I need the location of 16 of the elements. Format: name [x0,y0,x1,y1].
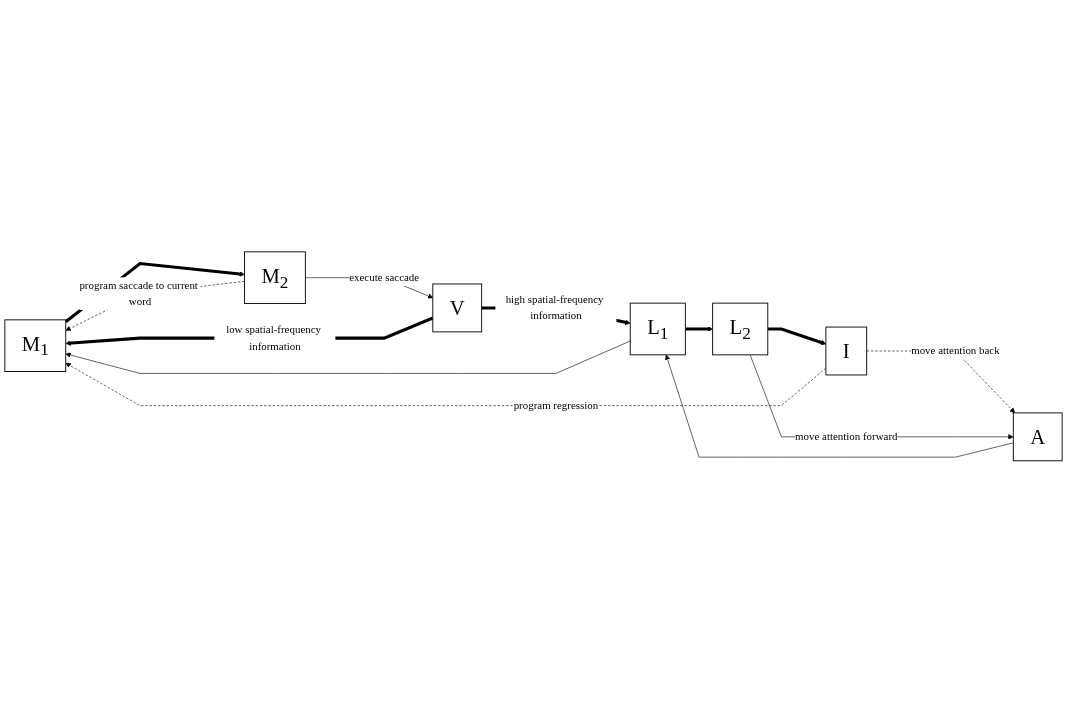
edge-label: high spatial-frequency information [505,293,604,323]
edge-label: program regression [513,399,599,412]
edge-label: program saccade to current word [79,279,198,308]
node-box: M$_{2}$ [244,251,306,305]
node-box: M$_{1}$ [4,319,67,373]
node-box: L$_{2}$ [712,302,769,356]
node-box: L$_{1}$ [629,302,686,356]
arrow [767,327,827,346]
edge-label: move attention back [911,344,1000,357]
edge-label: execute saccade [349,271,420,284]
node-box: V [432,283,483,333]
edge-label: move attention forward [795,430,898,443]
edge-label: low spatial-frequency information [226,323,321,353]
node-box: A [1012,412,1063,462]
node-box: I [825,326,868,376]
arrow [685,326,713,332]
